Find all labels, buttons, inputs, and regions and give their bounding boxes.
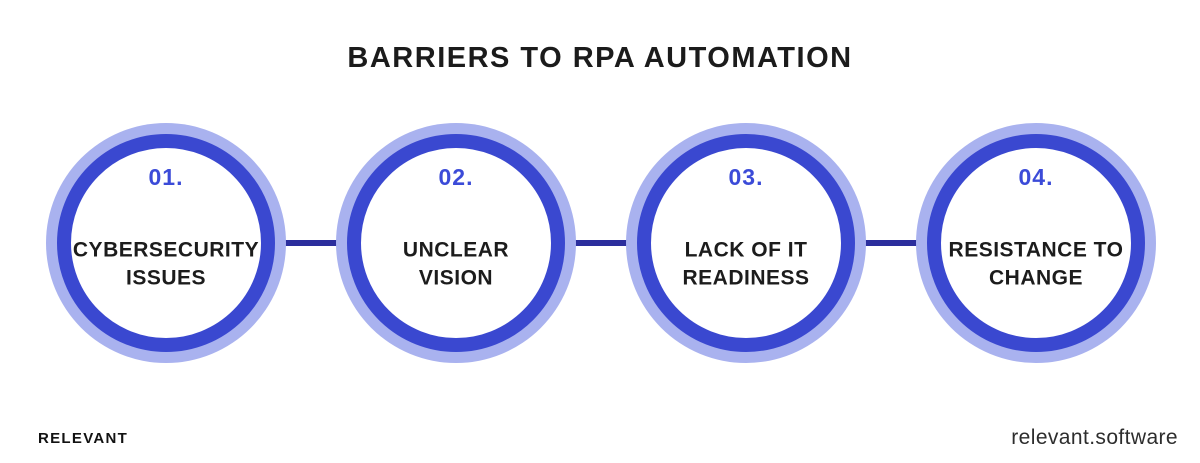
step-label: RESISTANCE TO CHANGE xyxy=(935,236,1137,291)
step-number: 04. xyxy=(1018,164,1054,190)
step-halo: 03. LACK OF IT READINESS xyxy=(626,123,866,363)
step-label-line: LACK OF IT xyxy=(684,238,808,262)
connector-line-1 xyxy=(278,240,344,246)
step-label-line: RESISTANCE TO xyxy=(948,238,1124,262)
step-number: 01. xyxy=(148,164,184,190)
step-circle-3: 03. LACK OF IT READINESS xyxy=(626,123,866,363)
step-label: LACK OF IT READINESS xyxy=(645,236,847,291)
step-label: UNCLEAR VISION xyxy=(355,236,557,291)
step-ring: 03. LACK OF IT READINESS xyxy=(637,134,855,352)
step-label-line: UNCLEAR xyxy=(402,238,510,262)
step-halo: 02. UNCLEAR VISION xyxy=(336,123,576,363)
website-text: relevant.software xyxy=(1011,426,1178,449)
step-label-line: VISION xyxy=(418,266,494,289)
connector-line-3 xyxy=(858,240,924,246)
step-circle-4: 04. RESISTANCE TO CHANGE xyxy=(916,123,1156,363)
step-circle-1: 01. CYBERSECURITY ISSUES xyxy=(46,123,286,363)
step-ring: 01. CYBERSECURITY ISSUES xyxy=(57,134,275,352)
brand-logo-text: RELEVANT xyxy=(38,430,129,447)
step-circle-2: 02. UNCLEAR VISION xyxy=(336,123,576,363)
step-label: CYBERSECURITY ISSUES xyxy=(65,236,267,291)
step-halo: 01. CYBERSECURITY ISSUES xyxy=(46,123,286,363)
step-ring: 02. UNCLEAR VISION xyxy=(347,134,565,352)
step-label-line: CYBERSECURITY xyxy=(72,238,260,262)
step-label-line: CHANGE xyxy=(988,266,1083,289)
step-ring: 04. RESISTANCE TO CHANGE xyxy=(927,134,1145,352)
connector-line-2 xyxy=(568,240,634,246)
page-title: BARRIERS TO RPA AUTOMATION xyxy=(347,42,853,74)
step-number: 02. xyxy=(438,164,474,190)
step-halo: 04. RESISTANCE TO CHANGE xyxy=(916,123,1156,363)
step-label-line: ISSUES xyxy=(125,266,207,289)
step-number: 03. xyxy=(728,164,764,190)
step-label-line: READINESS xyxy=(682,266,810,289)
